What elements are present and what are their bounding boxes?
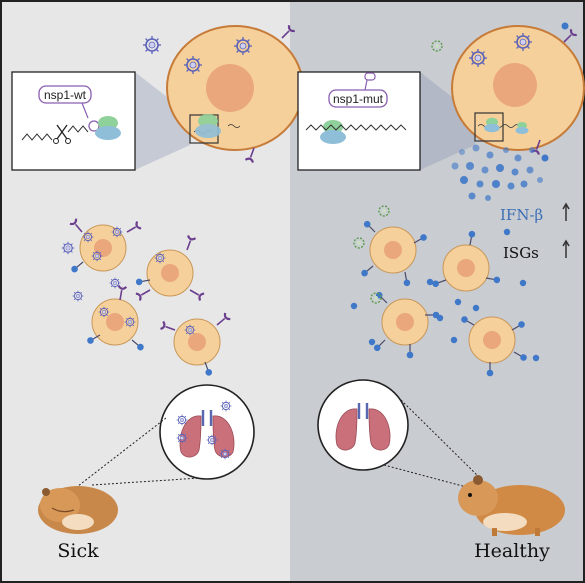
right-cell-cluster xyxy=(350,205,540,377)
right-lungs-magnifier xyxy=(317,379,409,471)
scissors-icon xyxy=(53,124,71,144)
healthy-hamster-icon xyxy=(458,475,565,536)
left-infected-cell xyxy=(166,25,304,151)
sick-hamster-icon xyxy=(38,486,118,534)
mrna-icon xyxy=(305,124,407,131)
left-construct-label: nsp1-wt xyxy=(44,88,87,102)
isg-label: ISGs xyxy=(503,244,539,262)
ifn-beta-label: IFN-β xyxy=(500,206,543,224)
sick-caption: Sick xyxy=(57,540,99,562)
right-zoom-wedge xyxy=(420,72,475,170)
virus-icon xyxy=(513,32,533,52)
right-construct-label: nsp1-mut xyxy=(333,92,384,106)
left-inset-box xyxy=(11,71,136,171)
right-inset-box xyxy=(297,71,421,171)
virus-icon xyxy=(233,36,253,56)
virus-icon xyxy=(468,48,488,68)
left-zoom-wedge xyxy=(135,72,190,170)
interferon-cloud xyxy=(451,144,543,201)
virus-icon xyxy=(142,35,162,55)
mrna-icon xyxy=(21,133,53,141)
left-lungs-magnifier xyxy=(159,384,255,480)
right-infected-cell xyxy=(451,25,585,151)
virus-icon xyxy=(183,55,203,75)
healthy-caption: Healthy xyxy=(474,540,550,562)
